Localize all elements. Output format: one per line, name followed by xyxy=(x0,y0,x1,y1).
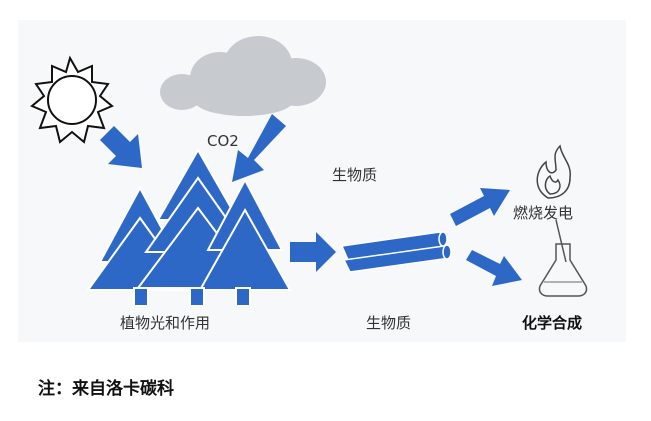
label-photosynthesis: 植物光和作用 xyxy=(120,314,211,332)
arrow-cloud-to-trees xyxy=(232,114,286,182)
arrow-to-chem xyxy=(466,250,522,286)
arrow-to-burn xyxy=(450,188,510,226)
label-burn: 燃烧发电 xyxy=(513,204,574,222)
label-biomass-top: 生物质 xyxy=(332,166,378,184)
cloud-icon xyxy=(160,36,326,116)
arrow-trees-to-logs xyxy=(290,232,336,272)
source-note: 注：来自洛卡碳科 xyxy=(38,379,174,399)
flask-icon xyxy=(538,219,588,297)
label-biomass-bottom: 生物质 xyxy=(366,314,412,332)
sun-icon xyxy=(30,55,114,144)
log-icon xyxy=(340,231,452,273)
flame-icon xyxy=(536,144,571,199)
arrow-sun-to-trees xyxy=(100,126,142,168)
label-chem: 化学合成 xyxy=(522,314,583,332)
tree-icon xyxy=(86,147,292,307)
label-co2: CO2 xyxy=(207,132,239,150)
